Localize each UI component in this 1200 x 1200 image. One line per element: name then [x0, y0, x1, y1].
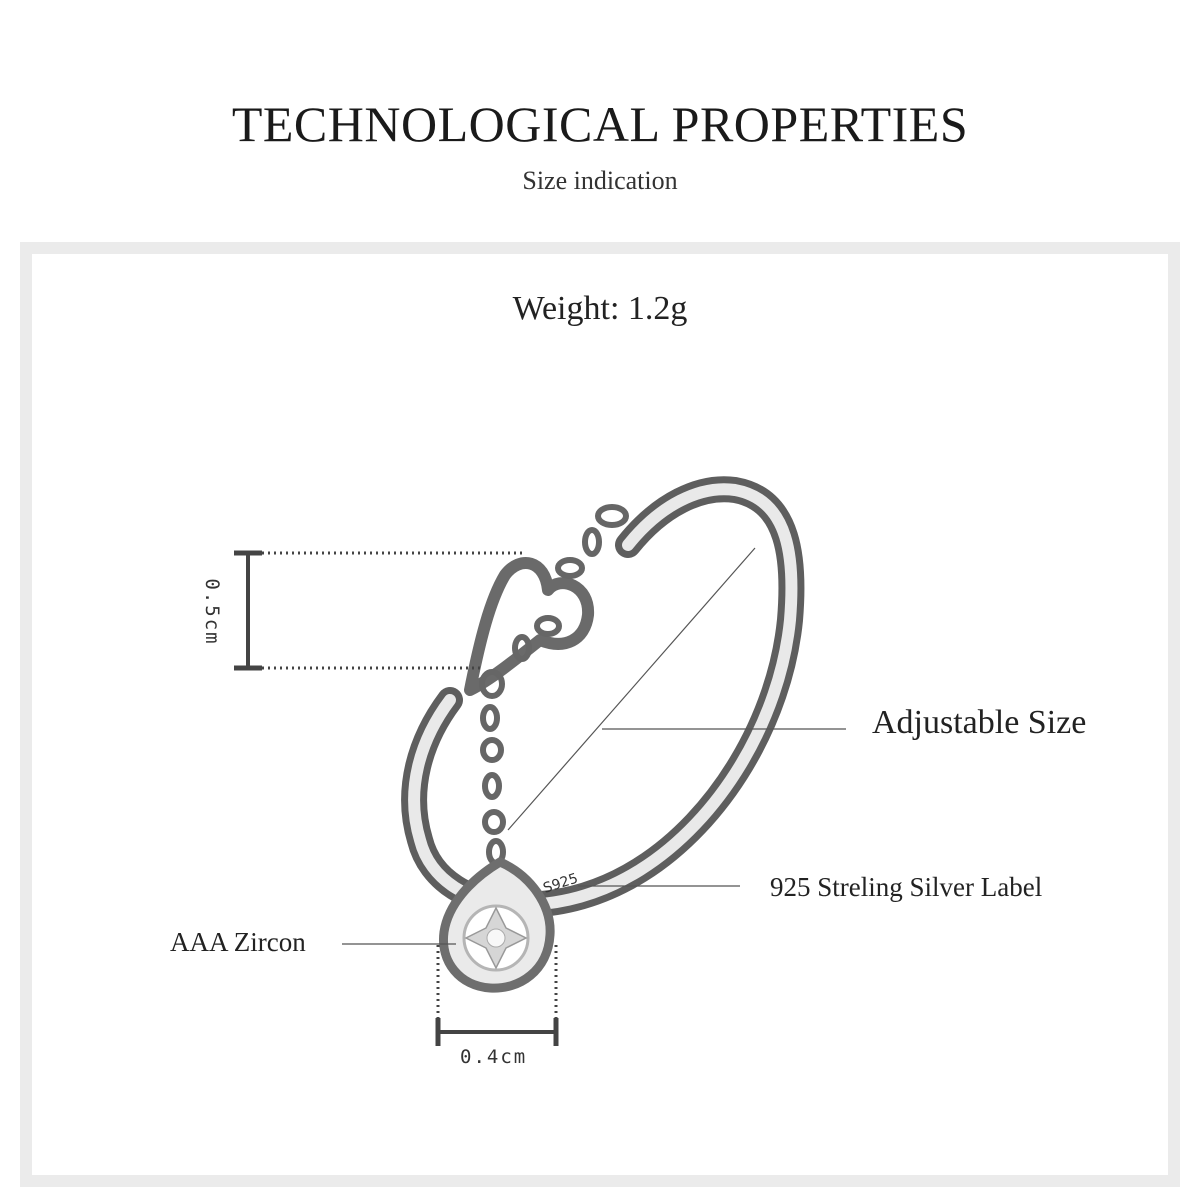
page-title: TECHNOLOGICAL PROPERTIES	[231, 96, 969, 152]
zircon-label: AAA Zircon	[170, 927, 306, 957]
weight-label: Weight: 1.2g	[512, 290, 688, 327]
ring-band	[401, 476, 805, 919]
leader-lines	[342, 547, 846, 945]
content-frame	[20, 242, 1180, 1187]
silver-label-callout: 925 Streling Silver Label	[770, 872, 1043, 902]
chain	[479, 504, 629, 866]
width-dimension-marker	[435, 945, 559, 1046]
adjustable-size-label: Adjustable Size	[872, 704, 1087, 741]
height-dimension-marker	[234, 550, 525, 671]
page-subtitle: Size indication	[522, 166, 678, 195]
width-dimension-label: 0.4cm	[460, 1046, 528, 1068]
height-dimension-label: 0.5cm	[201, 578, 223, 646]
zircon-pendant	[439, 856, 555, 993]
